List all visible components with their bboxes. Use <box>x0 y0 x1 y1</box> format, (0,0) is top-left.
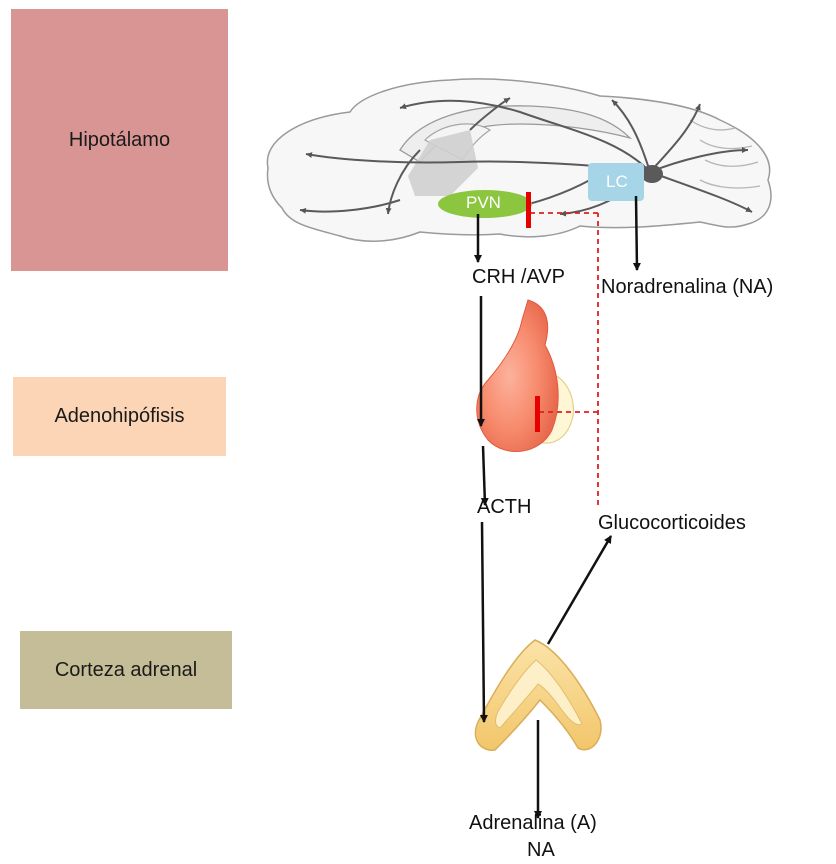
glucocorticoids-label: Glucocorticoides <box>598 512 746 535</box>
arrow-lc-to-na <box>636 196 637 270</box>
anterior-pituitary <box>477 300 558 451</box>
arrow-adrenal-to-glucocorticoids <box>548 536 611 644</box>
lc-label: LC <box>606 172 628 192</box>
inhibition-bar-pituitary <box>535 396 540 432</box>
pvn-label: PVN <box>466 193 501 213</box>
arrow-acth-to-adrenal <box>482 522 484 722</box>
brain-outline <box>267 79 771 241</box>
na-label: NA <box>527 839 555 862</box>
noradrenaline-label: Noradrenalina (NA) <box>601 276 773 299</box>
brain-illustration <box>267 79 771 241</box>
adrenaline-label: Adrenalina (A) <box>469 812 597 835</box>
pituitary-illustration <box>477 300 574 451</box>
inhibition-bar-pvn <box>526 192 531 228</box>
lc-nucleus <box>641 165 663 183</box>
crh-avp-label: CRH /AVP <box>472 266 565 289</box>
acth-label: ACTH <box>477 496 531 519</box>
